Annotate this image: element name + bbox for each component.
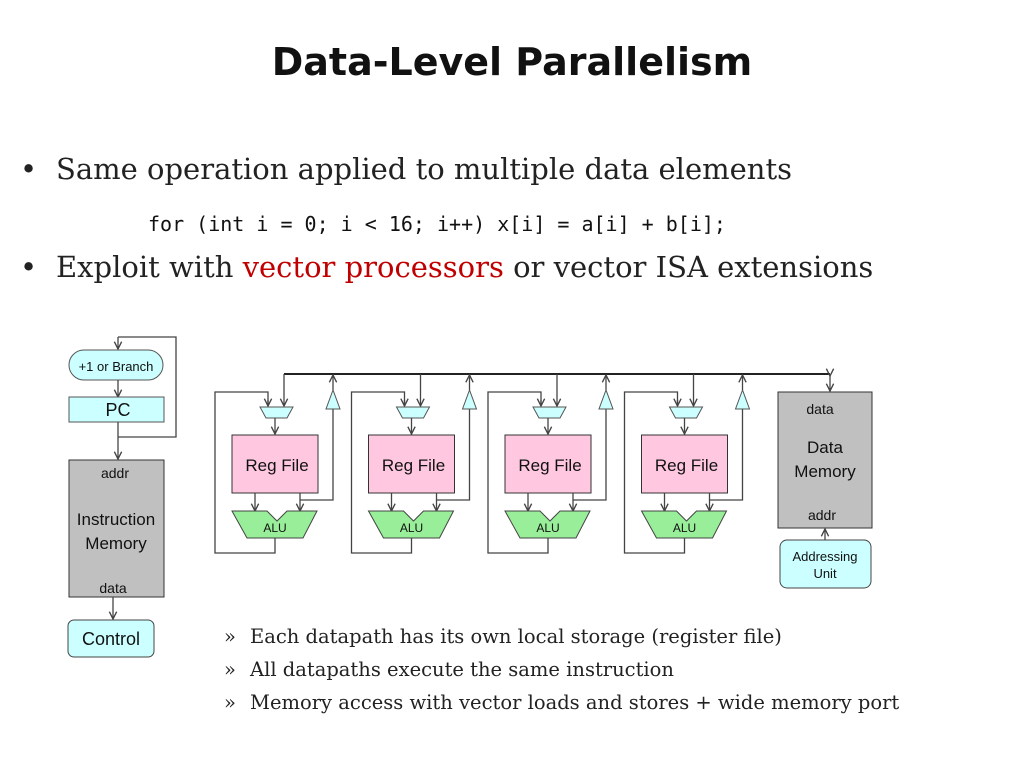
sub-bullet-memory-access: » Memory access with vector loads and sto… bbox=[224, 691, 899, 714]
register-file-label: Reg File bbox=[382, 456, 445, 475]
alu-label: ALU bbox=[400, 521, 423, 535]
bullet-text-before: Exploit with bbox=[56, 250, 243, 284]
input-mux bbox=[395, 406, 431, 419]
control-label: Control bbox=[82, 629, 140, 649]
bullet-text: Same operation applied to multiple data … bbox=[56, 152, 792, 186]
imem-data-label: data bbox=[99, 580, 126, 596]
bullet-marker: • bbox=[20, 152, 38, 186]
addressing-unit bbox=[779, 539, 872, 589]
alu-label: ALU bbox=[536, 521, 559, 535]
branch-label: +1 or Branch bbox=[79, 359, 154, 374]
register-file bbox=[231, 434, 319, 494]
control-unit bbox=[67, 619, 155, 658]
bullet-same-operation: • Same operation applied to multiple data… bbox=[20, 152, 792, 186]
pc-label: PC bbox=[105, 400, 130, 420]
pc-register bbox=[68, 396, 165, 423]
alu bbox=[504, 510, 591, 539]
store-buffer bbox=[734, 388, 751, 410]
alu-label: ALU bbox=[673, 521, 696, 535]
sub-bullet-text: All datapaths execute the same instructi… bbox=[250, 658, 674, 681]
input-mux bbox=[532, 406, 567, 419]
register-file-label: Reg File bbox=[518, 456, 581, 475]
register-file bbox=[504, 434, 592, 494]
imem-addr-label: addr bbox=[101, 465, 129, 481]
sub-bullet-text: Memory access with vector loads and stor… bbox=[250, 691, 900, 714]
input-mux bbox=[259, 406, 294, 419]
alu-label: ALU bbox=[263, 521, 286, 535]
alu-writeback-wire bbox=[487, 391, 549, 554]
dmem-name-line1: Data bbox=[807, 438, 843, 457]
sub-bullet-marker: » bbox=[224, 658, 236, 681]
bullet-text-after: or vector ISA extensions bbox=[503, 250, 874, 284]
alu bbox=[367, 510, 455, 539]
addressing-unit-line2: Unit bbox=[813, 566, 837, 581]
alu bbox=[640, 510, 728, 539]
slide-title: Data-Level Parallelism bbox=[271, 40, 753, 84]
branch-box bbox=[68, 349, 164, 381]
imem-name-line2: Memory bbox=[85, 534, 147, 553]
control-path: +1 or Branch PC addr Instruction Memory … bbox=[67, 336, 177, 658]
code-example: for (int i = 0; i < 16; i++) x[i] = a[i]… bbox=[148, 212, 726, 236]
register-file-label: Reg File bbox=[245, 456, 308, 475]
instruction-memory bbox=[68, 459, 165, 598]
addressing-unit-line1: Addressing bbox=[792, 549, 857, 564]
imem-name-line1: Instruction bbox=[77, 510, 155, 529]
register-file bbox=[368, 434, 455, 494]
dmem-addr-label: addr bbox=[808, 507, 836, 523]
alu-writeback-wire bbox=[623, 391, 686, 554]
alu-writeback-wire bbox=[350, 391, 413, 554]
store-buffer bbox=[461, 388, 478, 410]
data-memory bbox=[777, 391, 873, 529]
pc-feedback-wire bbox=[118, 336, 177, 438]
sub-bullet-local-storage: » Each datapath has its own local storage… bbox=[224, 625, 782, 648]
register-file bbox=[641, 434, 728, 494]
sub-bullet-text: Each datapath has its own local storage … bbox=[250, 625, 782, 648]
bullet-marker: • bbox=[20, 250, 38, 284]
bullet-exploit: • Exploit with vector processors or vecto… bbox=[20, 250, 873, 284]
store-wire bbox=[709, 409, 744, 501]
store-buffer bbox=[325, 388, 341, 410]
alu bbox=[231, 510, 318, 539]
highlight-vector-processors: vector processors bbox=[242, 250, 504, 284]
data-memory-group: data Data Memory addr Addressing Unit bbox=[777, 376, 873, 589]
sub-bullet-marker: » bbox=[224, 625, 236, 648]
register-file-label: Reg File bbox=[655, 456, 718, 475]
sub-bullet-same-instruction: » All datapaths execute the same instruct… bbox=[224, 658, 674, 681]
store-wire bbox=[573, 409, 607, 501]
store-wire bbox=[300, 409, 334, 501]
alu-writeback-wire bbox=[214, 391, 276, 554]
store-buffer bbox=[598, 388, 614, 410]
store-wire bbox=[436, 409, 471, 501]
dmem-name-line2: Memory bbox=[794, 462, 856, 481]
dmem-data-label: data bbox=[806, 401, 833, 417]
sub-bullet-marker: » bbox=[224, 691, 236, 714]
input-mux bbox=[668, 406, 704, 419]
